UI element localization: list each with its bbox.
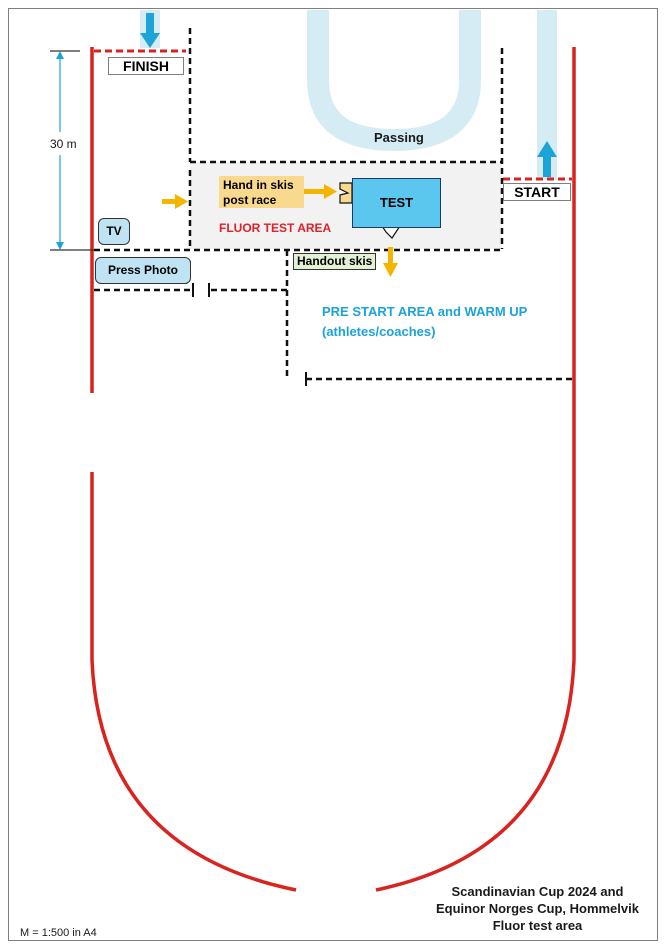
page-frame xyxy=(8,8,658,941)
down-arrow-icon-yellow xyxy=(383,247,398,277)
dimension-arrow-icon xyxy=(50,50,94,251)
hand-in-line-2: post race xyxy=(223,193,277,207)
track-curve-left xyxy=(90,659,297,892)
pre-start-line-1: PRE START AREA and WARM UP xyxy=(322,304,528,319)
handout-skis-label: Handout skis xyxy=(293,253,377,270)
title-line-3: Fluor test area xyxy=(492,918,583,933)
up-arrow-icon xyxy=(537,141,557,177)
distance-label: 30 m xyxy=(50,137,77,151)
tv-box: TV xyxy=(98,218,130,245)
press-photo-box: Press Photo xyxy=(95,257,191,284)
title-line-1: Scandinavian Cup 2024 and xyxy=(451,884,624,899)
down-arrow-icon xyxy=(140,13,160,48)
passing-label: Passing xyxy=(374,130,424,145)
fluor-test-area-label: FLUOR TEST AREA xyxy=(219,221,332,235)
title-line-2: Equinor Norges Cup, Hommelvik xyxy=(436,901,639,916)
finish-label: FINISH xyxy=(108,57,184,75)
scale-label: M = 1:500 in A4 xyxy=(20,927,97,939)
right-arrow-icon xyxy=(162,194,188,209)
passing-band xyxy=(307,10,481,152)
right-arrow-icon-2 xyxy=(304,184,337,199)
hand-in-line-1: Hand in skis xyxy=(223,178,294,192)
pre-start-line-2: (athletes/coaches) xyxy=(322,324,436,339)
track-curve-right xyxy=(375,659,576,892)
pre-start-area-label: PRE START AREA and WARM UP (athletes/coa… xyxy=(322,302,527,342)
fences xyxy=(94,28,573,381)
map-title: Scandinavian Cup 2024 and Equinor Norges… xyxy=(430,883,645,934)
hand-in-skis-box: Hand in skis post race xyxy=(219,176,304,208)
start-label: START xyxy=(503,183,571,201)
test-box: TEST xyxy=(352,178,441,228)
